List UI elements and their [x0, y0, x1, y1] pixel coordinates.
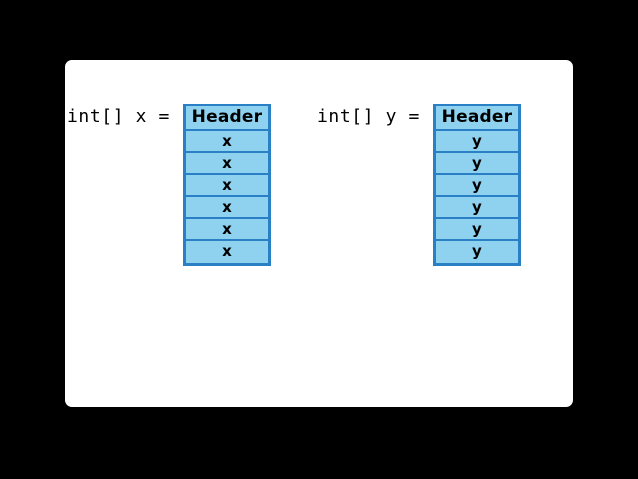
array-cell: x [185, 197, 268, 219]
array-cell: y [435, 131, 518, 153]
array-cell: y [435, 219, 518, 241]
array-box-x: Header x x x x x x [182, 104, 271, 266]
array-variable-label-x: int[] x = [67, 106, 170, 127]
array-diagram-x: int[] x = Header x x x x x x [67, 104, 271, 266]
array-diagram-y: int[] y = Header y y y y y y [317, 104, 521, 266]
array-cell: y [435, 175, 518, 197]
array-header-cell-y: Header [435, 106, 518, 131]
array-cell: x [185, 131, 268, 153]
array-cell: x [185, 175, 268, 197]
array-cell: y [435, 197, 518, 219]
array-cell: y [435, 153, 518, 175]
array-box-y: Header y y y y y y [432, 104, 521, 266]
array-variable-label-y: int[] y = [317, 106, 420, 127]
array-cell: x [185, 219, 268, 241]
array-cell: x [185, 241, 268, 263]
array-cell: y [435, 241, 518, 263]
slide-content-card: int[] x = Header x x x x x x int[] y = H… [65, 60, 573, 407]
array-header-cell-x: Header [185, 106, 268, 131]
array-cell: x [185, 153, 268, 175]
